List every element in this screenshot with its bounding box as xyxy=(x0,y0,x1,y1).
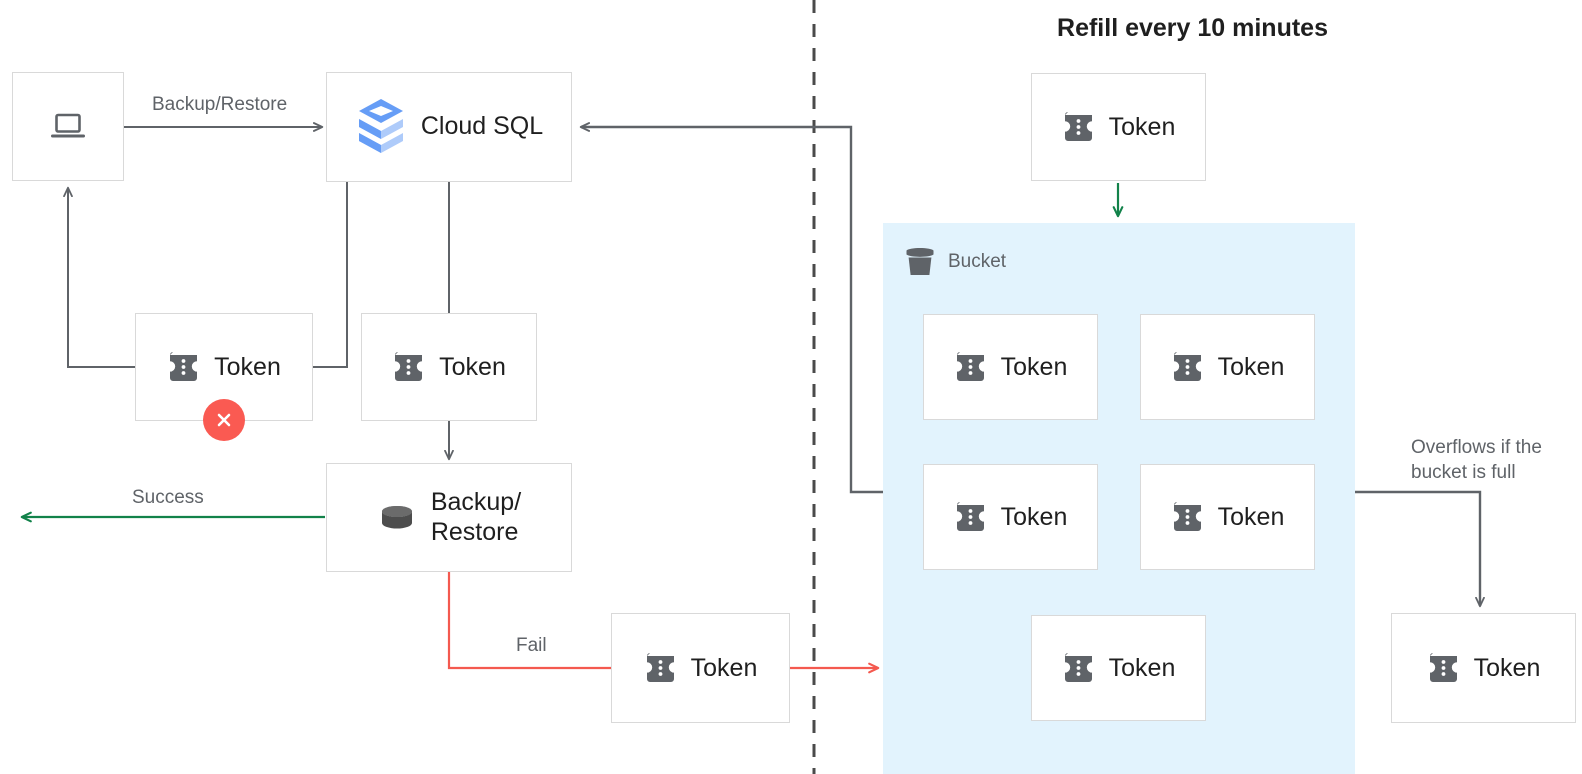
token-icon xyxy=(1062,653,1095,683)
token-icon xyxy=(954,502,987,532)
bucket-token-3-label: Token xyxy=(1000,502,1068,531)
backup-restore-label: Backup/ Restore xyxy=(430,488,522,546)
edge-label-success: Success xyxy=(132,487,204,508)
bucket-token-2[interactable]: Token xyxy=(1140,314,1315,420)
fail-token-label: Token xyxy=(690,653,758,682)
token-icon xyxy=(167,352,200,382)
edge-retry-token-to-client xyxy=(63,186,135,368)
laptop-icon xyxy=(48,111,88,143)
overflow-token-label: Token xyxy=(1473,653,1541,682)
token-icon xyxy=(392,352,425,382)
token-icon xyxy=(1171,502,1204,532)
pass-token-node[interactable]: Token xyxy=(361,313,537,421)
database-icon xyxy=(377,502,417,534)
token-icon xyxy=(1171,352,1204,382)
cloud-sql-label: Cloud SQL xyxy=(420,112,544,141)
fail-token-node[interactable]: Token xyxy=(611,613,790,723)
refill-token-node[interactable]: Token xyxy=(1031,73,1206,181)
error-x-badge xyxy=(203,399,245,441)
bucket-header: Bucket xyxy=(903,246,1006,278)
token-icon xyxy=(644,653,677,683)
overflow-token-node[interactable]: Token xyxy=(1391,613,1576,723)
bucket-token-5-label: Token xyxy=(1108,653,1176,682)
edge-label-backup-restore: Backup/Restore xyxy=(152,94,288,115)
diagram-title: Refill every 10 minutes xyxy=(1057,14,1328,42)
edge-bucket-to-cloudsql xyxy=(579,122,883,494)
token-icon xyxy=(1427,653,1460,683)
backup-restore-node[interactable]: Backup/ Restore xyxy=(326,463,572,572)
refill-token-label: Token xyxy=(1108,112,1176,141)
bucket-label: Bucket xyxy=(948,251,1007,272)
bucket-token-1[interactable]: Token xyxy=(923,314,1098,420)
bucket-token-1-label: Token xyxy=(1000,352,1068,381)
edge-label-fail: Fail xyxy=(516,635,547,656)
token-icon xyxy=(1062,112,1095,142)
cloud-sql-node[interactable]: Cloud SQL xyxy=(326,72,572,182)
bucket-token-4[interactable]: Token xyxy=(1140,464,1315,570)
bucket-token-3[interactable]: Token xyxy=(923,464,1098,570)
bucket-icon xyxy=(903,246,937,278)
bucket-token-2-label: Token xyxy=(1217,352,1285,381)
edge-label-overflow: Overflows if the bucket is full xyxy=(1411,437,1542,484)
pass-token-label: Token xyxy=(439,352,506,381)
retry-token-label: Token xyxy=(214,352,281,381)
client-node[interactable] xyxy=(12,72,124,181)
token-icon xyxy=(954,352,987,382)
bucket-token-5[interactable]: Token xyxy=(1031,615,1206,721)
edge-cloudsql-to-retry-token xyxy=(313,182,348,368)
bucket-token-4-label: Token xyxy=(1217,502,1285,531)
close-icon xyxy=(217,413,231,427)
edge-overflow xyxy=(1355,490,1485,608)
cloud-sql-icon xyxy=(355,97,407,157)
